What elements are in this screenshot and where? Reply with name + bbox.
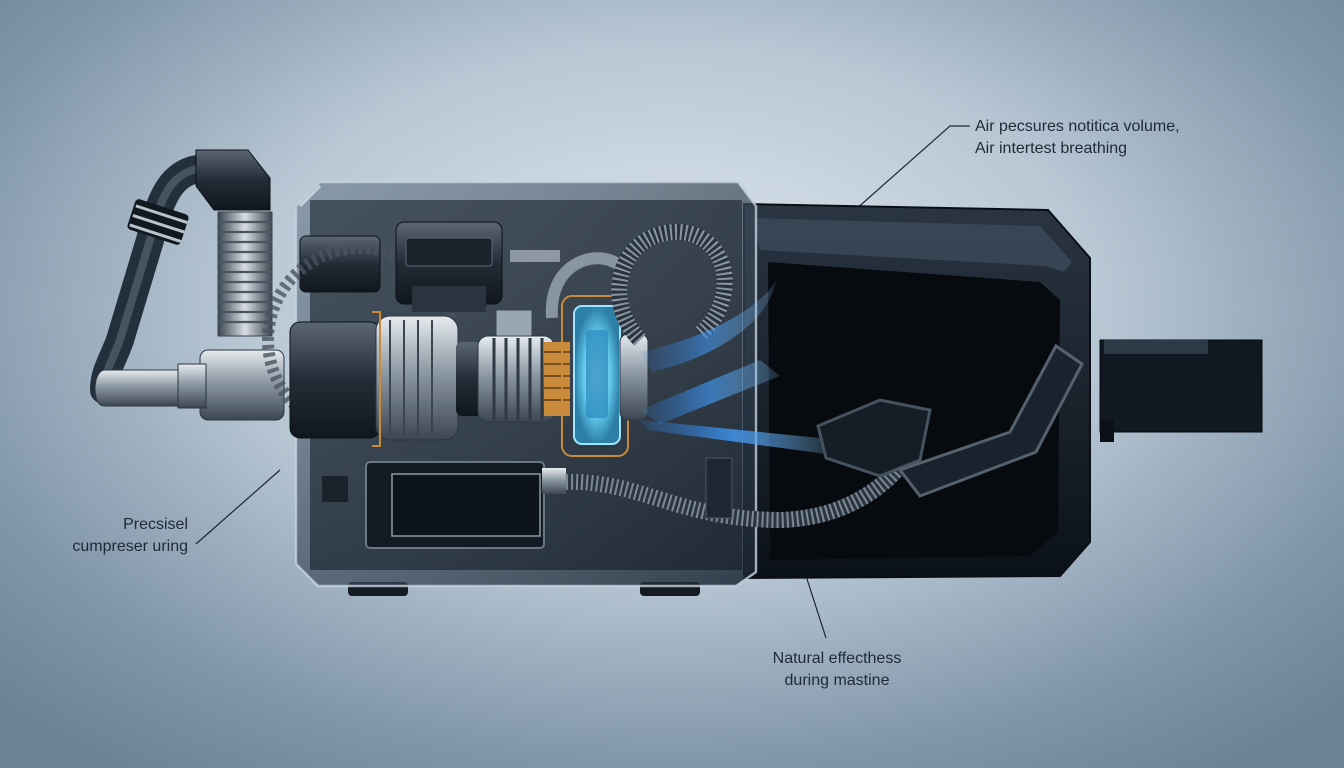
inlet-hose (90, 149, 285, 421)
outer-housing (743, 202, 1263, 580)
leader-line-top (845, 125, 970, 219)
breathing-mask (816, 343, 1084, 498)
impeller-rotor (561, 295, 649, 457)
callout-left-line2: cumpreser uring (72, 538, 188, 555)
callout-compressor: Precsisel cumpreser uring (50, 514, 188, 558)
bellows-coupling (217, 211, 273, 337)
coupling-gear (477, 309, 570, 423)
callout-air-pressure: Air pecsures notitica volume, Air intert… (975, 116, 1180, 160)
callout-left-line1: Precsisel (123, 516, 188, 533)
leader-line-left (195, 469, 281, 545)
callout-natural-effect: Natural effecthess during mastine (752, 648, 922, 692)
filter-cartridge (322, 461, 566, 549)
callout-bottom-line1: Natural effecthess (772, 650, 902, 667)
internal-components (262, 221, 924, 549)
blower-motor (289, 311, 486, 447)
side-outlet-port (1099, 339, 1263, 433)
callout-top-line2: Air intertest breathing (975, 140, 1128, 157)
callout-top-line1: Air pecsures notitica volume, (975, 118, 1180, 135)
control-module (395, 221, 503, 312)
delivery-hose (565, 436, 924, 529)
air-flow-stream (640, 280, 826, 454)
callout-bottom-line2: during mastine (784, 672, 890, 689)
coiled-hose (611, 223, 733, 346)
